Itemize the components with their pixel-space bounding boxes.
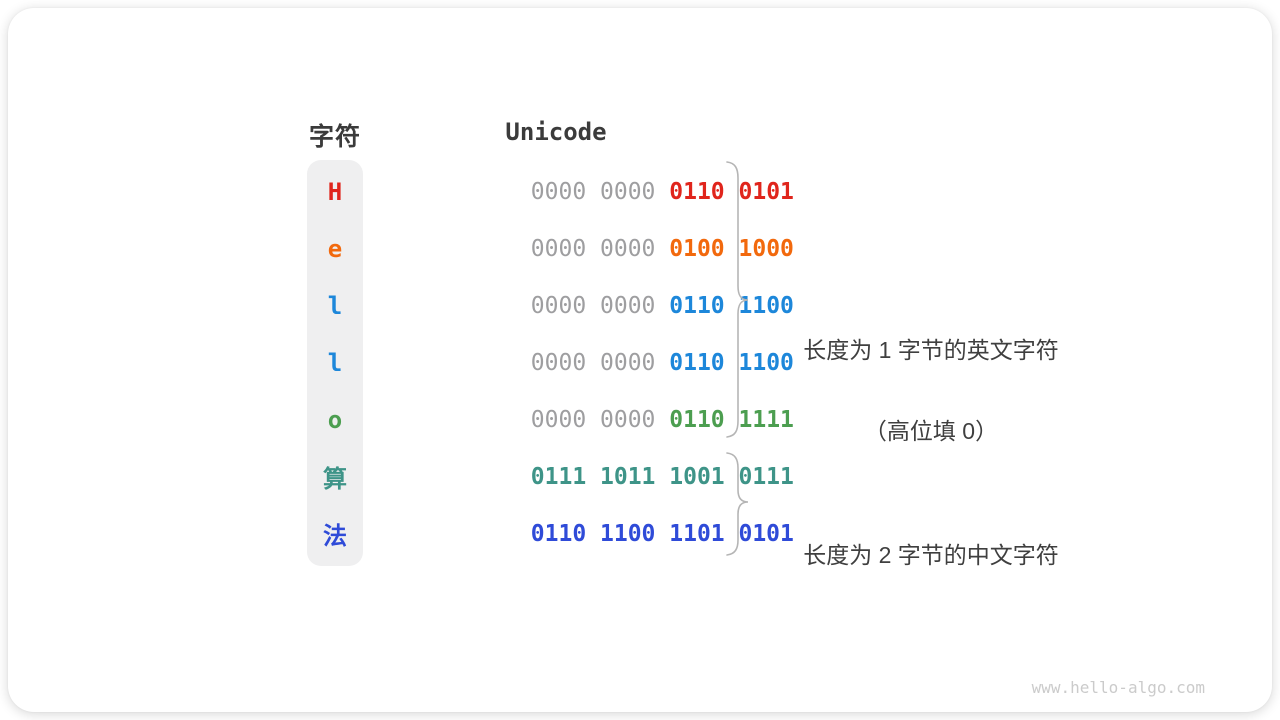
unicode-bits: 0111 1011 1001 0111 <box>420 438 794 516</box>
code-bits: 0100 1000 <box>669 235 794 262</box>
code-bits: 0110 1100 1101 0101 <box>530 520 794 547</box>
character-column-background <box>307 160 363 566</box>
character-cell: l <box>327 291 343 320</box>
annotation-chinese-line1: 长度为 2 字节的中文字符 <box>803 542 1059 568</box>
character-cell: 法 <box>323 522 347 550</box>
table-row: 法 0110 1100 1101 0101 <box>307 505 794 562</box>
padding-bits: 0000 0000 <box>530 178 670 205</box>
padding-bits: 0000 0000 <box>530 235 670 262</box>
unicode-bits: 0000 0000 0110 1100 <box>420 324 794 402</box>
watermark-url: www.hello-algo.com <box>1031 678 1205 697</box>
column-header-character: 字符 <box>308 123 361 151</box>
column-header-unicode: Unicode <box>505 118 607 146</box>
padding-bits: 0000 0000 <box>530 406 670 433</box>
annotation-chinese-chars: 长度为 2 字节的中文字符 <box>772 488 1090 623</box>
diagram-card <box>8 8 1272 712</box>
character-cell: H <box>327 177 343 206</box>
character-cell: o <box>327 405 343 434</box>
unicode-bits: 0110 1100 1101 0101 <box>420 495 794 573</box>
character-cell: l <box>327 348 343 377</box>
annotation-english-line2: （高位填 0） <box>863 418 999 444</box>
encoding-table: H 0000 0000 0110 0101 e 0000 0000 0100 1… <box>307 163 794 562</box>
character-cell: e <box>327 234 343 263</box>
code-bits: 0111 1011 1001 0111 <box>530 463 794 490</box>
annotation-english-chars: 长度为 1 字节的英文字符 （高位填 0） <box>772 283 1090 499</box>
annotation-english-line1: 长度为 1 字节的英文字符 <box>803 337 1059 363</box>
padding-bits: 0000 0000 <box>530 292 670 319</box>
padding-bits: 0000 0000 <box>530 349 670 376</box>
table-row: 算 0111 1011 1001 0111 <box>307 448 794 505</box>
code-bits: 0110 0101 <box>669 178 794 205</box>
character-cell: 算 <box>323 465 347 493</box>
table-row: l 0000 0000 0110 1100 <box>307 334 794 391</box>
